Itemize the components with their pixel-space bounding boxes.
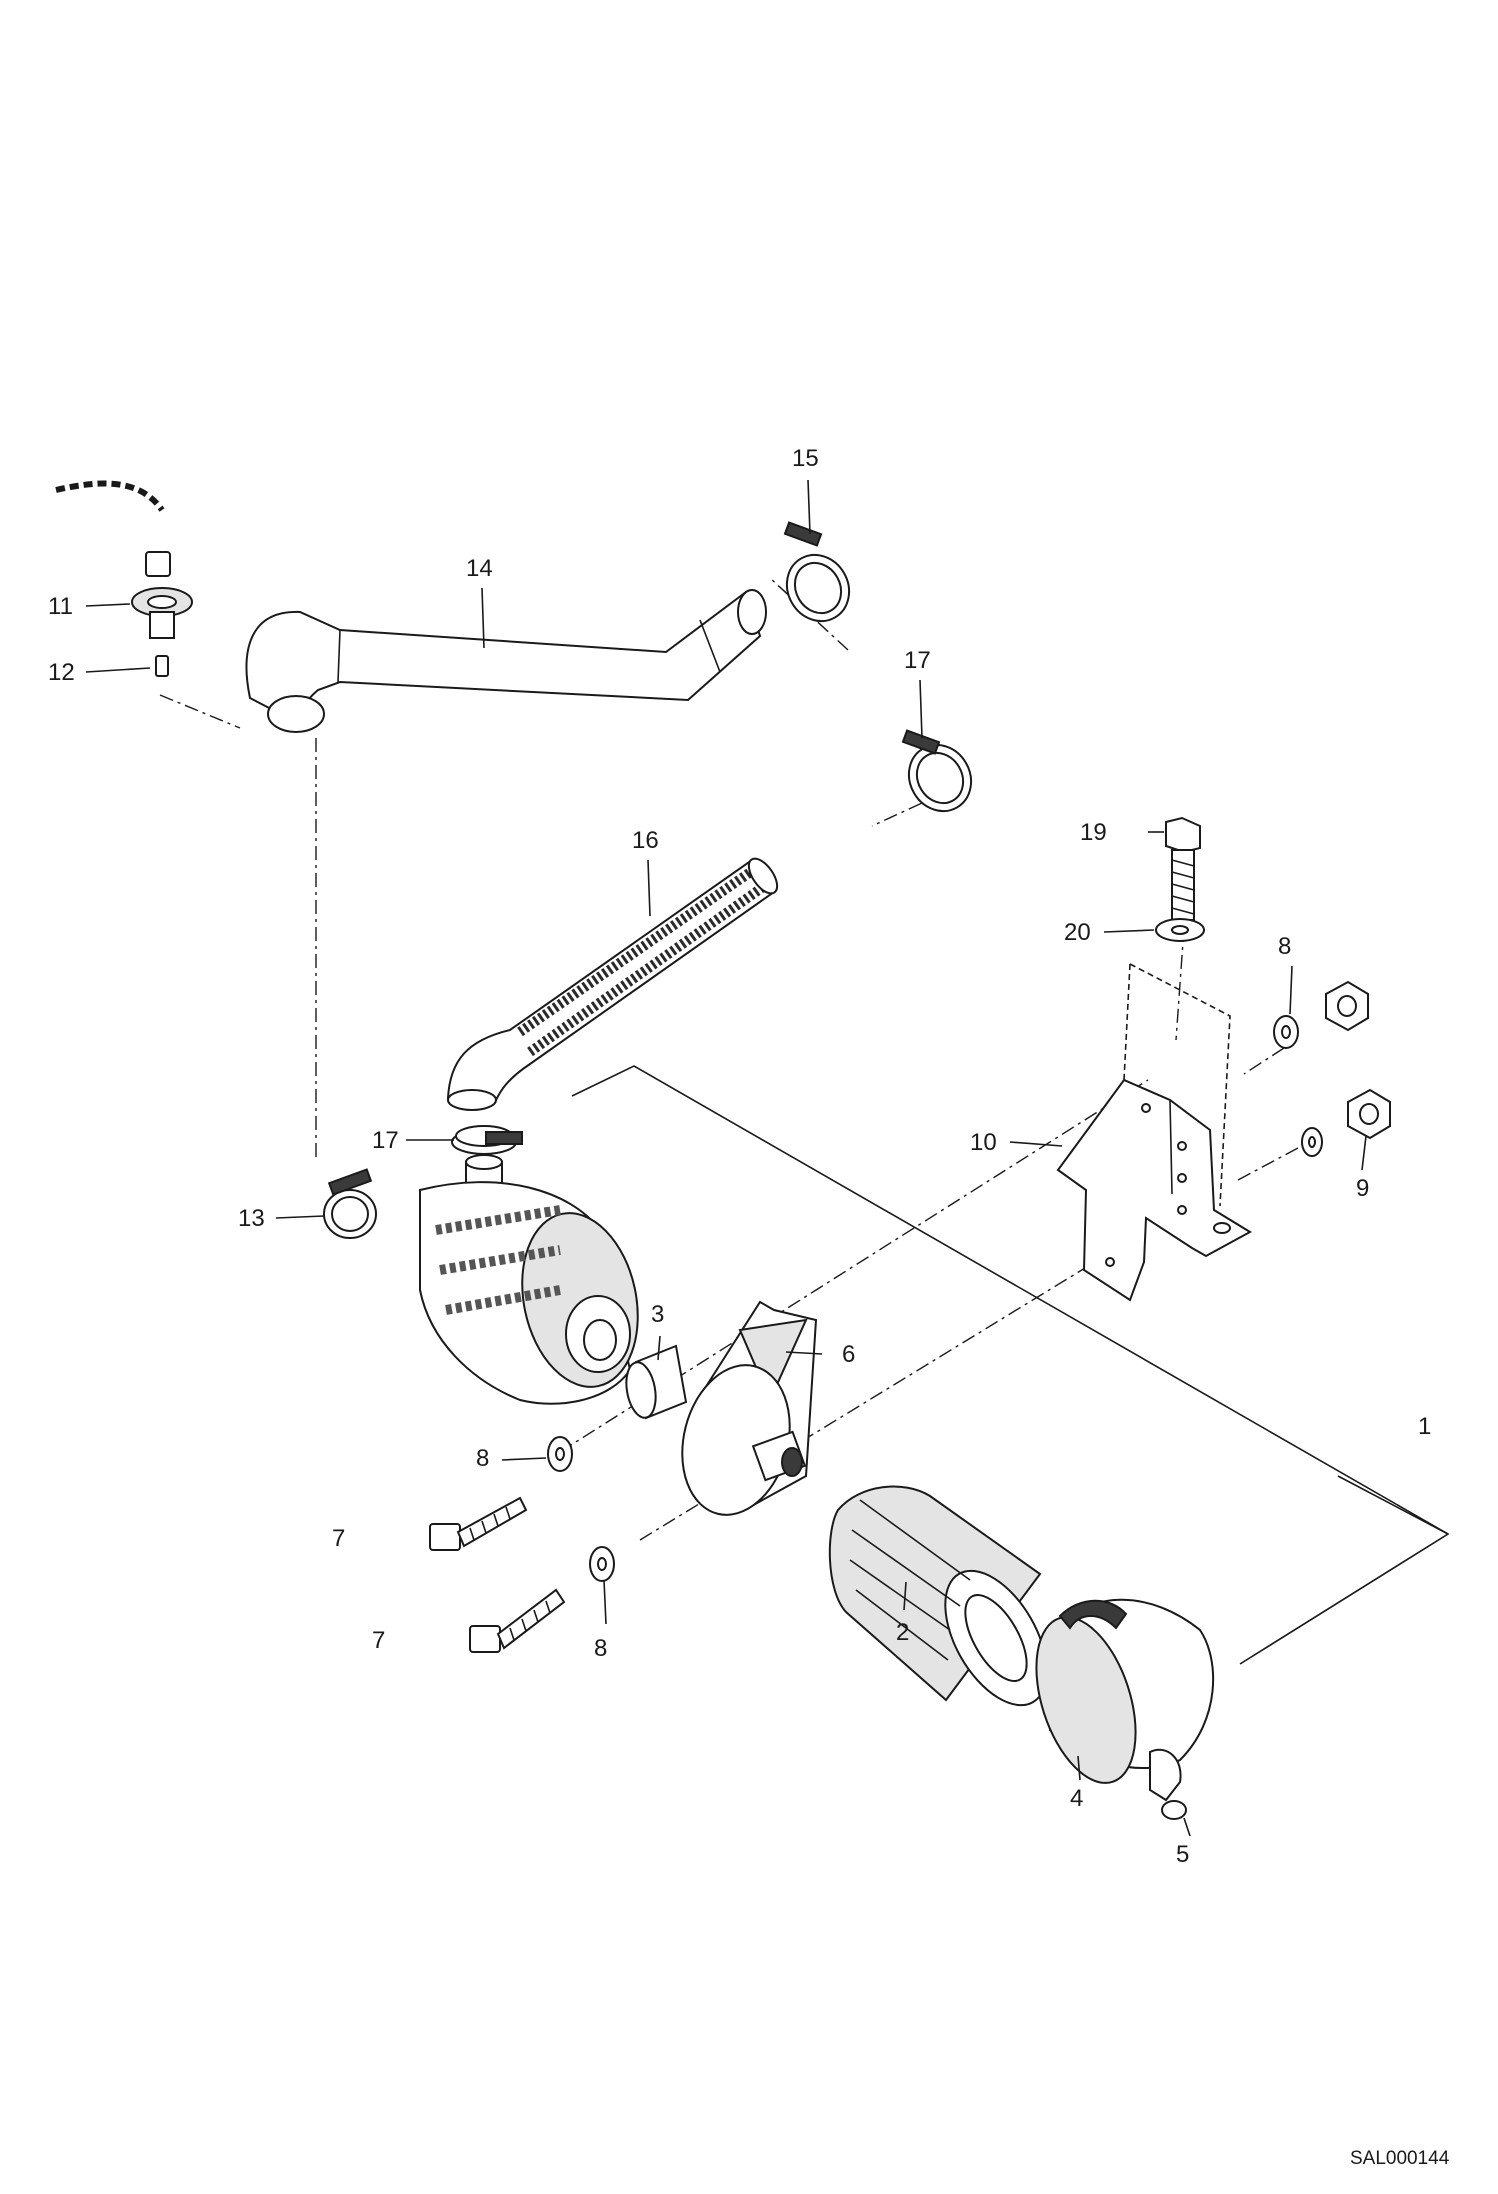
mounting-bracket-10	[1056, 963, 1252, 1302]
callout-15: 15	[792, 445, 819, 472]
assembly-bracket-1	[571, 1065, 1450, 1665]
washer-20	[1155, 918, 1205, 942]
callout-17-top: 17	[904, 647, 931, 674]
hose-clamp-15	[783, 521, 851, 623]
callout-6: 6	[842, 1341, 855, 1368]
callout-1: 1	[1418, 1413, 1431, 1440]
callout-7-lower: 7	[372, 1627, 385, 1654]
bolt-7-upper	[429, 1496, 528, 1551]
callout-11: 11	[48, 593, 73, 620]
callout-3: 3	[651, 1301, 664, 1328]
callout-8-low: 8	[594, 1635, 607, 1662]
callout-10: 10	[970, 1129, 997, 1156]
evacuator-valve-5	[1149, 1748, 1187, 1820]
intake-hose-14	[245, 589, 767, 733]
hose-clamp-17-top	[901, 729, 973, 813]
nut-9	[1347, 1088, 1391, 1140]
callout-5: 5	[1176, 1841, 1189, 1868]
callout-12: 12	[48, 659, 75, 686]
air-filter-housing	[419, 1154, 639, 1405]
callout-7-upper: 7	[332, 1525, 345, 1552]
bolt-7-lower	[469, 1588, 566, 1653]
washer-8-right	[1273, 1015, 1299, 1049]
callout-19: 19	[1080, 819, 1107, 846]
washer-8-low	[589, 1546, 615, 1582]
hose-clamp-13	[323, 1168, 377, 1239]
corrugated-hose-16	[446, 857, 779, 1111]
callout-14: 14	[466, 555, 493, 582]
callout-8-right: 8	[1278, 933, 1291, 960]
sensor-screw-12	[155, 655, 169, 677]
washer-8-mid	[547, 1436, 573, 1472]
callout-13: 13	[238, 1205, 265, 1232]
callout-9: 9	[1356, 1175, 1369, 1202]
filter-element-2	[828, 1485, 1048, 1707]
callout-16: 16	[632, 827, 659, 854]
drawing-code: SAL000144	[1350, 2148, 1450, 2169]
callout-17-bottom: 17	[372, 1127, 399, 1154]
bolt-19	[1165, 816, 1201, 921]
sensor-plug-11	[55, 480, 193, 639]
callout-2: 2	[896, 1619, 909, 1646]
hose-clamp-17-bottom	[451, 1125, 523, 1155]
callout-20: 20	[1064, 919, 1091, 946]
callouts: 1 2 3 4 5 6 7 7 8 8 8 9 10 11 12 13 14 1…	[48, 445, 1431, 1868]
leader-lines	[85, 479, 1367, 1837]
callout-4: 4	[1070, 1785, 1083, 1812]
end-cap-4	[1035, 1598, 1215, 1784]
nut-upper	[1325, 980, 1369, 1032]
callout-8-mid: 8	[476, 1445, 489, 1472]
filter-holder-6	[681, 1300, 818, 1516]
connector-tube-3	[625, 1344, 688, 1420]
washer-right-lower	[1301, 1127, 1323, 1157]
